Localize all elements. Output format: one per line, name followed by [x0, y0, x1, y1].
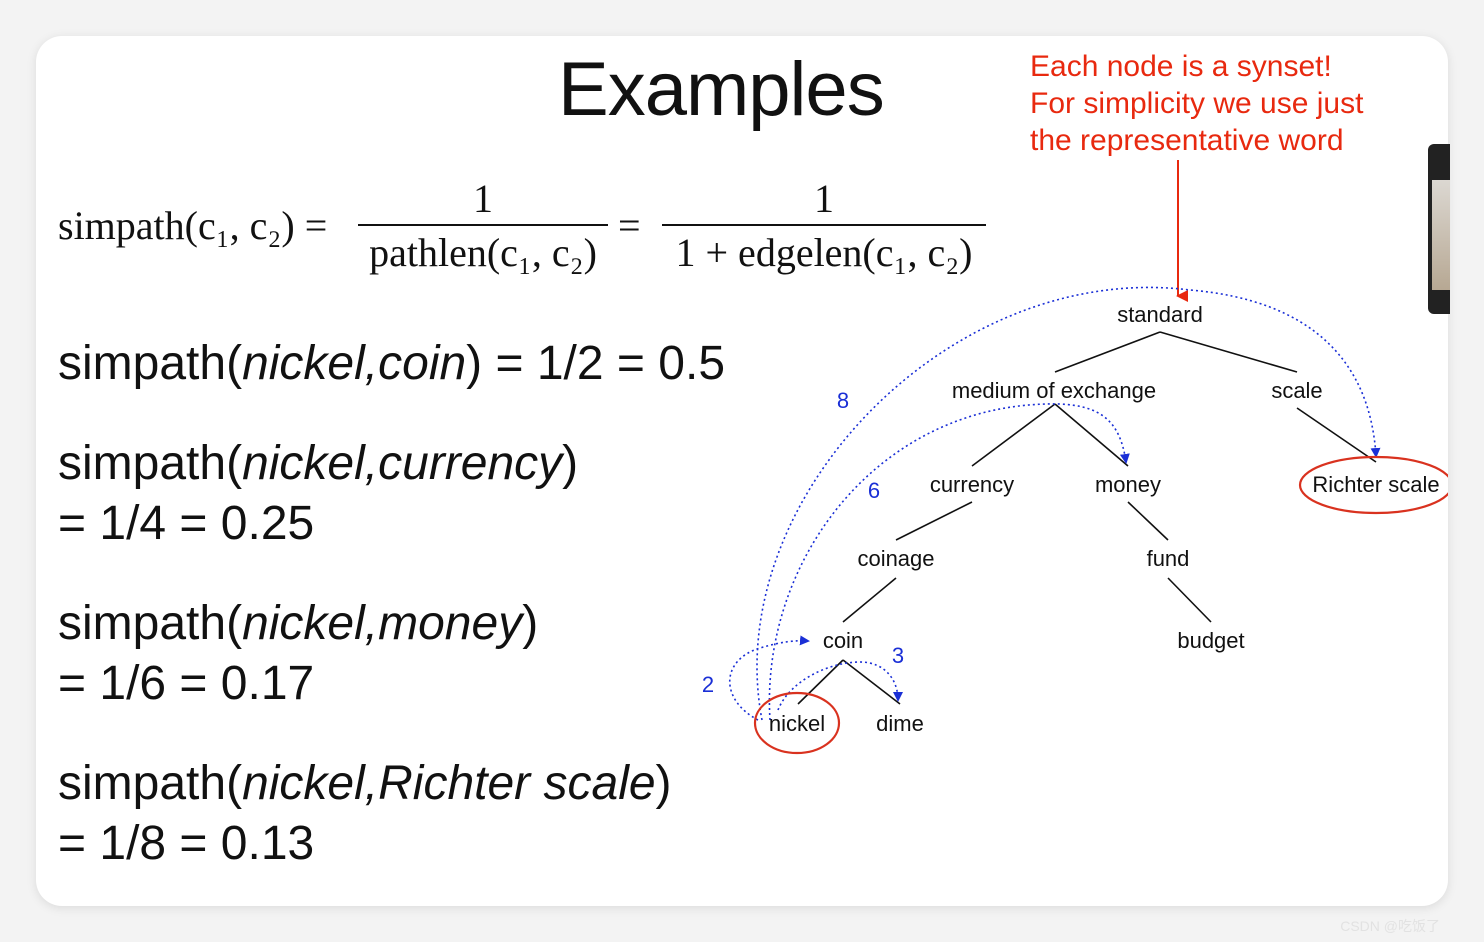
phone-widget	[1428, 144, 1450, 314]
node-nickel: nickel	[769, 711, 825, 736]
node-scale: scale	[1271, 378, 1322, 403]
example-result: = 1/2 = 0.5	[482, 337, 726, 390]
fraction-denominator: 1 + edgelen(c₁, c₂)	[675, 230, 973, 275]
annotation-note: Each node is a synset! For simplicity we…	[1030, 48, 1363, 159]
example-result: = 1/6 = 0.17	[58, 657, 315, 710]
edge-standard-medium	[1054, 331, 1161, 373]
node-fund: fund	[1147, 546, 1190, 571]
slide-title: Examples	[558, 47, 885, 132]
example-close: )	[522, 597, 539, 650]
example-args: nickel,coin	[242, 337, 467, 390]
path-label-8: 8	[837, 388, 849, 413]
fraction-numerator: 1	[814, 176, 834, 221]
tree-edges	[797, 331, 1377, 705]
note-line-1: Each node is a synset!	[1030, 50, 1332, 83]
path-label-2: 2	[702, 672, 714, 697]
richter-circle	[1298, 455, 1448, 515]
node-budget: budget	[1177, 628, 1244, 653]
edge-coin-dime	[842, 659, 901, 705]
node-standard: standard	[1117, 302, 1203, 327]
example-richter: simpath(nickel,Richter scale) = 1/8 = 0.…	[58, 754, 672, 874]
example-fn: simpath(	[58, 437, 243, 490]
path-arrow-money	[768, 403, 1130, 721]
node-richter-scale: Richter scale	[1312, 472, 1439, 497]
path-arrow-richter	[756, 286, 1381, 721]
example-result: = 1/8 = 0.13	[58, 817, 315, 870]
hypernym-tree: standard medium of exchange scale curren…	[702, 160, 1448, 755]
phone-screen	[1432, 180, 1450, 290]
edge-standard-scale	[1159, 331, 1298, 373]
path-label-6: 6	[868, 478, 880, 503]
node-coin: coin	[823, 628, 863, 653]
node-coinage: coinage	[857, 546, 934, 571]
example-fn: simpath(	[58, 757, 243, 810]
fraction-edgelen: 1 1 + edgelen(c₁, c₂)	[662, 174, 986, 276]
node-medium-of-exchange: medium of exchange	[952, 378, 1156, 403]
example-fn: simpath(	[58, 597, 243, 650]
example-close: )	[562, 437, 579, 490]
formula-equals: =	[618, 203, 641, 248]
slide: Examples Each node is a synset! For simp…	[36, 36, 1448, 906]
path-arrow-coin	[728, 635, 810, 721]
note-line-2: For simplicity we use just	[1030, 87, 1364, 120]
path-arrows	[728, 286, 1381, 721]
edge-scale-richter	[1296, 407, 1377, 463]
edge-fund-budget	[1167, 577, 1212, 623]
fraction-denominator: pathlen(c₁, c₂)	[369, 230, 597, 275]
path-label-3: 3	[892, 643, 904, 668]
edge-coinage-coin	[842, 577, 897, 623]
example-money: simpath(nickel,money) = 1/6 = 0.17	[58, 594, 538, 714]
example-currency: simpath(nickel,currency) = 1/4 = 0.25	[58, 434, 578, 554]
edge-money-fund	[1127, 501, 1169, 541]
nickel-circle	[753, 691, 841, 755]
example-close: )	[466, 337, 483, 390]
edge-coin-nickel	[797, 659, 844, 705]
edge-currency-coinage	[895, 501, 973, 541]
example-args: nickel,money	[242, 597, 523, 650]
edge-medium-currency	[971, 403, 1056, 467]
note-line-3: the representative word	[1030, 124, 1344, 157]
node-currency: currency	[930, 472, 1014, 497]
path-arrow-dime	[777, 661, 903, 711]
fraction-pathlen: 1 pathlen(c₁, c₂)	[358, 174, 608, 276]
watermark: CSDN @吃饭了	[1340, 918, 1440, 934]
edge-medium-money	[1054, 403, 1129, 467]
fraction-bar	[662, 224, 986, 226]
example-result: = 1/4 = 0.25	[58, 497, 315, 550]
node-dime: dime	[876, 711, 924, 736]
fraction-bar	[358, 224, 608, 226]
example-args: nickel,currency	[242, 437, 563, 490]
example-fn: simpath(	[58, 337, 243, 390]
formula-lhs: simpath(c₁, c₂) =	[58, 203, 328, 248]
example-args: nickel,Richter scale	[242, 757, 656, 810]
fraction-numerator: 1	[473, 176, 493, 221]
node-money: money	[1095, 472, 1161, 497]
example-close: )	[655, 757, 672, 810]
example-coin: simpath(nickel,coin) = 1/2 = 0.5	[58, 334, 725, 394]
